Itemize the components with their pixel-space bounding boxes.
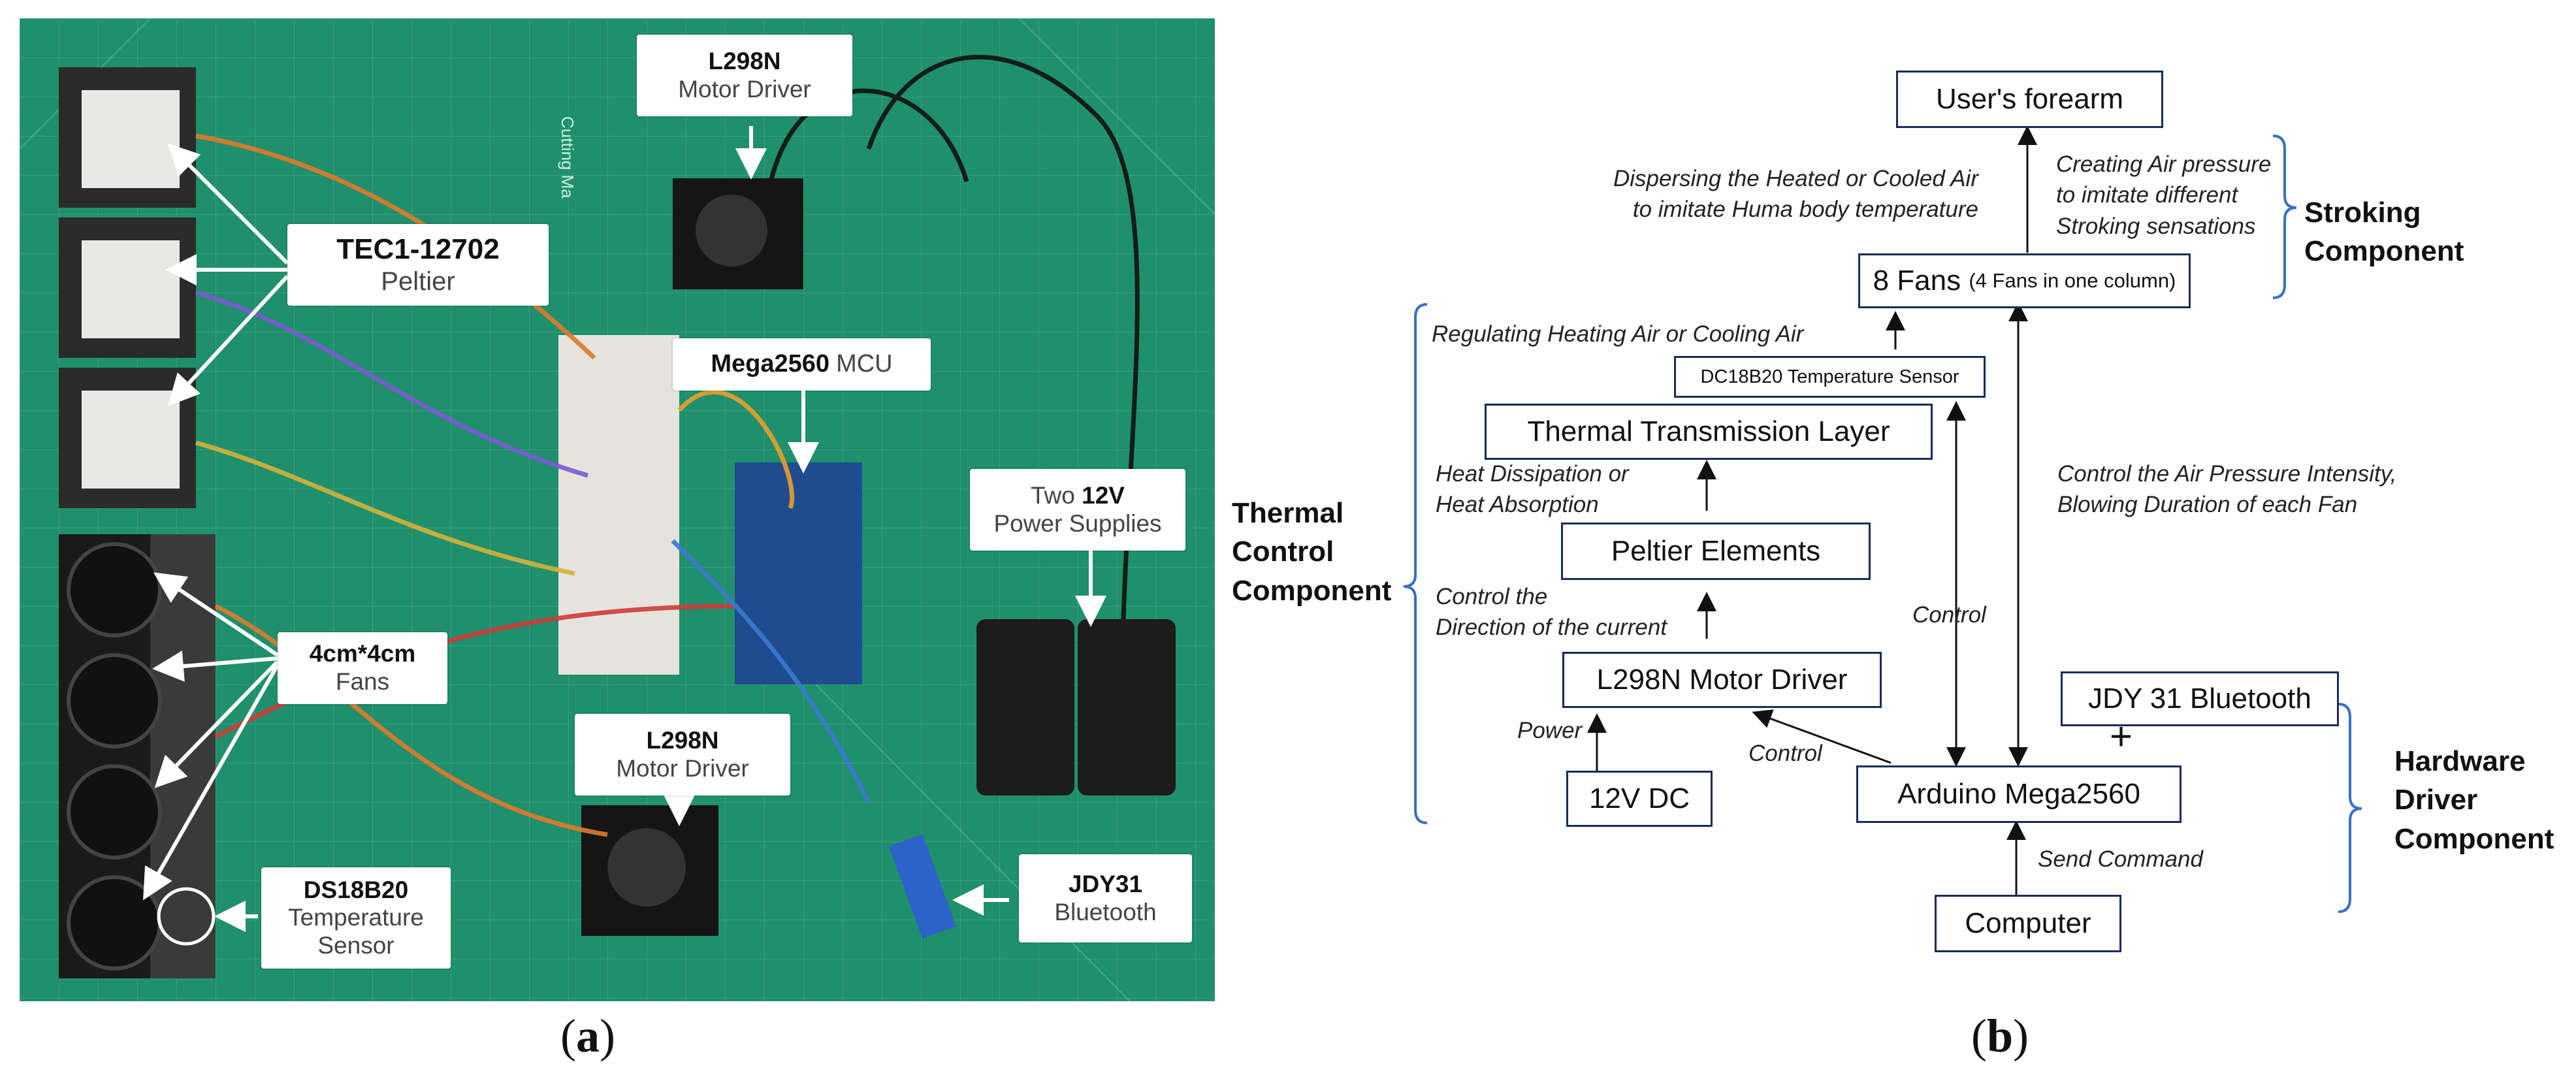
power-supply-1 xyxy=(976,619,1074,796)
box-arduino: Arduino Mega2560 xyxy=(1856,765,2182,823)
callout-tec-peltier: TEC1-12702 Peltier xyxy=(287,224,549,306)
sub-label-letter: a xyxy=(575,1010,600,1062)
fans-label: 8 Fans xyxy=(1873,265,1961,297)
note-regulating: Regulating Heating Air or Cooling Air xyxy=(1432,321,1804,347)
box-thermal-layer: Thermal Transmission Layer xyxy=(1485,404,1933,460)
callout-text: Bluetooth xyxy=(1054,898,1157,925)
callout-mega2560: Mega2560 MCU xyxy=(673,338,931,391)
note-heat: Heat Dissipation or Heat Absorption xyxy=(1436,458,1629,521)
note-creating: Creating Air pressure to imitate differe… xyxy=(2056,149,2271,242)
callout-text: Fans xyxy=(335,668,390,695)
sub-label-b: (b) xyxy=(1971,1009,2029,1063)
group-thermal: Thermal Control Component xyxy=(1232,494,1391,610)
group-line: Component xyxy=(2304,235,2464,268)
group-line: Thermal xyxy=(1232,497,1344,529)
note-line: Blowing Duration of each Fan xyxy=(2057,492,2358,518)
note-line: Dispersing the Heated or Cooled Air xyxy=(1613,166,1978,191)
group-line: Hardware xyxy=(2394,745,2526,777)
fan-column xyxy=(59,534,216,978)
box-12v-dc: 12V DC xyxy=(1566,771,1713,827)
note-control-driver: Control xyxy=(1748,741,1822,766)
callout-bold: L298N xyxy=(646,726,719,754)
brace-thermal xyxy=(1403,303,1428,824)
note-line: Heat Absorption xyxy=(1436,492,1599,518)
callout-bold: 4cm*4cm xyxy=(309,640,416,667)
callout-ds18b20: DS18B20 Temperature Sensor xyxy=(261,867,451,969)
callout-l298n-top: L298N Motor Driver xyxy=(637,35,852,116)
block-diagram: User's forearm 8 Fans (4 Fans in one col… xyxy=(1228,0,2576,1077)
group-line: Component xyxy=(2394,822,2554,855)
peltier-modules xyxy=(59,67,196,508)
note-dispersing: Dispersing the Heated or Cooled Air to i… xyxy=(1613,163,1978,225)
box-peltier: Peltier Elements xyxy=(1561,522,1871,580)
note-line: to imitate different xyxy=(2056,182,2238,208)
box-computer: Computer xyxy=(1935,895,2121,952)
note-line: Direction of the current xyxy=(1436,615,1667,641)
plus-sign: + xyxy=(2110,715,2133,758)
sub-label-letter: b xyxy=(1986,1010,2014,1062)
box-motor-driver: L298N Motor Driver xyxy=(1562,652,1882,708)
callout-text: Motor Driver xyxy=(616,754,749,782)
sub-label-paren: ) xyxy=(2013,1010,2029,1062)
callout-fans: 4cm*4cm Fans xyxy=(278,632,447,704)
note-line: Control the Air Pressure Intensity, xyxy=(2057,461,2397,487)
brace-hardware xyxy=(2338,703,2362,913)
callout-bold: Mega2560 xyxy=(711,350,830,378)
hardware-photo: Cutting Ma xyxy=(20,18,1215,1001)
callout-text: Peltier xyxy=(381,266,455,296)
diagram-connectors xyxy=(1403,125,2362,913)
callout-bold: TEC1-12702 xyxy=(336,233,500,266)
fans-sublabel: (4 Fans in one column) xyxy=(1969,269,2176,292)
note-line: Stroking sensations xyxy=(2056,213,2256,239)
sub-label-a: (a) xyxy=(560,1009,615,1063)
callout-l298n-bottom: L298N Motor Driver xyxy=(575,714,790,796)
group-line: Control xyxy=(1232,536,1334,568)
callout-bold: L298N xyxy=(708,47,781,74)
callout-text: Temperature xyxy=(288,904,424,931)
group-line: Driver xyxy=(2394,784,2478,816)
note-line: Creating Air pressure xyxy=(2056,152,2272,177)
callout-text: Sensor xyxy=(317,931,394,959)
callout-power-supplies: Two 12V Power Supplies xyxy=(970,469,1185,551)
callout-bold: 12V xyxy=(1082,481,1125,509)
callout-text: Motor Driver xyxy=(678,75,811,103)
group-line: Stroking xyxy=(2304,197,2421,229)
power-supply-2 xyxy=(1078,619,1176,796)
mega-board xyxy=(735,462,862,684)
board-text: Cutting Ma xyxy=(558,116,577,199)
group-stroking: Stroking Component xyxy=(2304,193,2464,271)
group-hardware: Hardware Driver Component xyxy=(2394,742,2554,858)
box-fans: 8 Fans (4 Fans in one column) xyxy=(1858,253,2191,308)
bluetooth-module xyxy=(888,834,956,939)
group-line: Component xyxy=(1232,574,1392,607)
callout-bold: DS18B20 xyxy=(303,876,409,903)
box-forearm: User's forearm xyxy=(1896,71,2163,128)
sub-label-paren: ( xyxy=(560,1010,576,1062)
note-line: Control the xyxy=(1436,584,1548,609)
box-temp-sensor: DC18B20 Temperature Sensor xyxy=(1674,356,1986,398)
note-power: Power xyxy=(1517,718,1583,743)
arrow-arduino-driver xyxy=(1752,709,1892,764)
note-air-pressure: Control the Air Pressure Intensity, Blow… xyxy=(2057,458,2396,521)
callout-text: Two xyxy=(1031,481,1082,509)
sub-label-paren: ( xyxy=(1971,1010,1987,1062)
breadboard xyxy=(558,335,679,675)
note-control-direction: Control the Direction of the current xyxy=(1436,581,1667,643)
note-control-sensor: Control xyxy=(1912,602,1986,628)
sensor-circle xyxy=(157,887,216,946)
box-jdy31: JDY 31 Bluetooth xyxy=(2061,671,2339,726)
callout-text: MCU xyxy=(836,350,893,378)
pointer-arrows xyxy=(143,126,1106,932)
brace-stroking xyxy=(2272,135,2297,299)
note-line: Heat Dissipation or xyxy=(1436,461,1629,487)
note-send-command: Send Command xyxy=(2038,846,2203,872)
note-line: to imitate Huma body temperature xyxy=(1632,197,1978,223)
callout-bold: JDY31 xyxy=(1068,870,1143,897)
sub-label-paren: ) xyxy=(599,1010,615,1062)
callout-jdy31: JDY31 Bluetooth xyxy=(1019,854,1192,942)
callout-text: Power Supplies xyxy=(993,509,1162,537)
